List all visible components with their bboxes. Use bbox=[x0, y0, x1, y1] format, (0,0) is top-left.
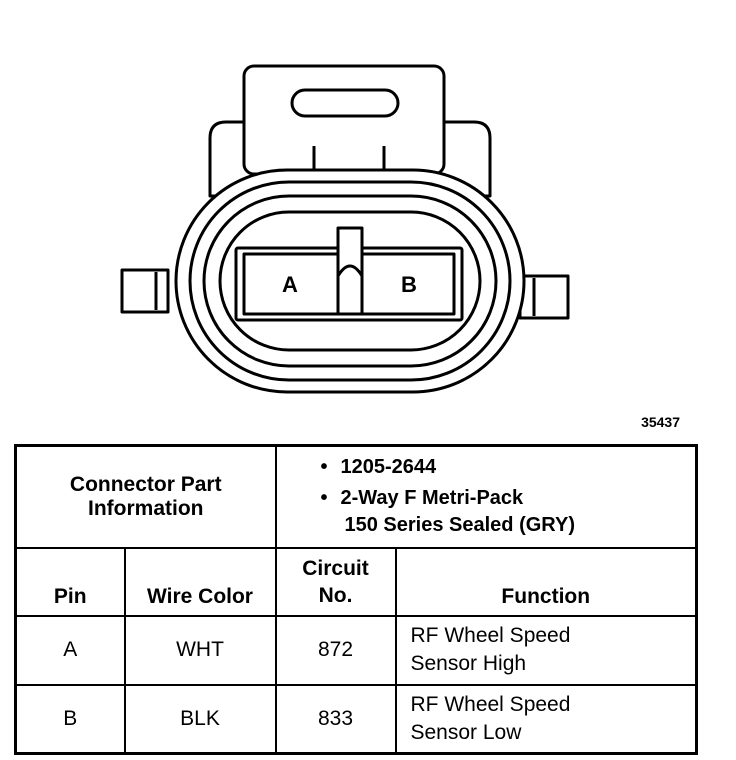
pin-label-a: A bbox=[282, 272, 298, 297]
header-circuit: Circuit No. bbox=[274, 546, 397, 617]
header-pin: Pin bbox=[14, 546, 126, 617]
header-row: Pin Wire Color Circuit No. Function bbox=[14, 546, 698, 617]
pin-label-b: B bbox=[401, 272, 417, 297]
cavity-b bbox=[360, 252, 456, 316]
part-number-2-line2: 150 Series Sealed (GRY) bbox=[344, 514, 576, 537]
connector-face-diagram: A B bbox=[120, 64, 570, 394]
part-number-2: •2-Way F Metri-Pack bbox=[320, 487, 524, 510]
figure-id: 35437 bbox=[641, 414, 680, 430]
row-b-pin: B bbox=[14, 683, 126, 755]
row-b-wire-color: BLK bbox=[123, 683, 277, 755]
table-row: B BLK 833 RF Wheel Speed Sensor Low bbox=[14, 683, 698, 755]
row-a-circuit: 872 bbox=[274, 614, 397, 686]
row-a-wire-color: WHT bbox=[123, 614, 277, 686]
table-row: A WHT 872 RF Wheel Speed Sensor High bbox=[14, 614, 698, 686]
cavity-a bbox=[242, 252, 340, 316]
part-info-row: Connector Part Information •1205-2644 •2… bbox=[14, 444, 698, 549]
header-function: Function bbox=[394, 546, 698, 617]
part-info-label: Connector Part Information bbox=[14, 444, 277, 549]
row-a-function: RF Wheel Speed Sensor High bbox=[394, 614, 698, 686]
connector-info-table: Connector Part Information •1205-2644 •2… bbox=[14, 444, 698, 755]
part-info-values: •1205-2644 •2-Way F Metri-Pack 150 Serie… bbox=[274, 444, 698, 549]
row-b-function: RF Wheel Speed Sensor Low bbox=[394, 683, 698, 755]
row-a-pin: A bbox=[14, 614, 126, 686]
header-wire-color: Wire Color bbox=[123, 546, 277, 617]
right-ear bbox=[518, 274, 570, 320]
row-b-circuit: 833 bbox=[274, 683, 397, 755]
center-key bbox=[336, 226, 364, 316]
left-ear bbox=[120, 268, 170, 314]
latch-slot bbox=[290, 88, 400, 118]
part-number-1: •1205-2644 bbox=[320, 456, 437, 479]
latch-tab bbox=[242, 64, 446, 176]
